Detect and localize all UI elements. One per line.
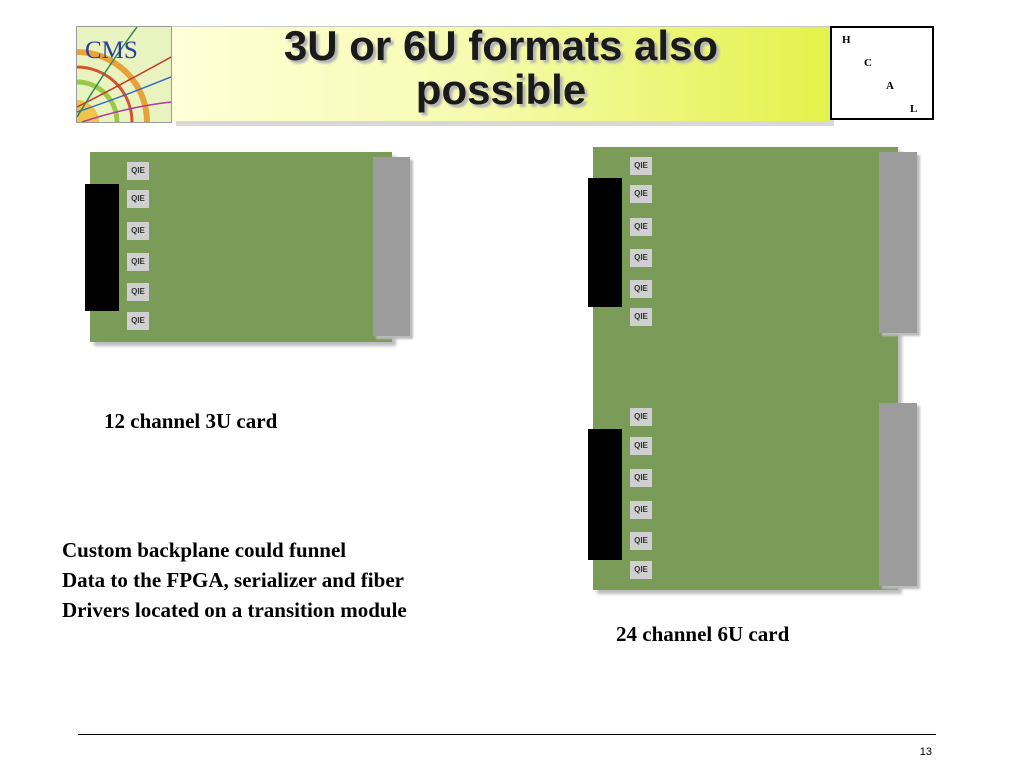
card-6u-qie-chip: QIE <box>630 561 652 579</box>
slide-title-line-1: 3U or 6U formats also <box>283 22 719 69</box>
card-3u-qie-chip: QIE <box>127 312 149 330</box>
slide-title-line-2: possible <box>415 66 587 113</box>
card-3u-caption: 12 channel 3U card <box>104 409 278 433</box>
hcal-letter-l: L <box>910 103 918 115</box>
card-6u-qie-chip: QIE <box>630 469 652 487</box>
card-6u-qie-chip: QIE <box>630 532 652 550</box>
hcal-letter-c: C <box>864 57 872 69</box>
card-3u-qie-chip: QIE <box>127 253 149 271</box>
card-3u-front-connector <box>85 184 119 311</box>
card-3u-qie-chip: QIE <box>127 190 149 208</box>
card-6u-qie-chip: QIE <box>630 280 652 298</box>
cms-logo: CMS <box>76 26 172 123</box>
cms-logo-graphic <box>77 27 171 122</box>
footer-rule <box>78 734 936 735</box>
body-text-block: Custom backplane could funnel Data to th… <box>62 535 407 625</box>
card-6u-front-connector-bottom <box>588 429 622 560</box>
card-6u-qie-chip: QIE <box>630 308 652 326</box>
card-6u-qie-chip: QIE <box>630 408 652 426</box>
hcal-letter-a: A <box>886 80 894 92</box>
body-text-line: Data to the FPGA, serializer and fiber <box>62 568 404 592</box>
card-6u-qie-chip: QIE <box>630 249 652 267</box>
card-6u-front-connector-top <box>588 178 622 307</box>
cms-logo-text: CMS <box>85 37 138 64</box>
title-band <box>172 26 830 121</box>
card-6u-rear-connector-bottom <box>879 403 917 586</box>
card-3u-qie-chip: QIE <box>127 162 149 180</box>
card-3u-qie-chip: QIE <box>127 283 149 301</box>
hcal-letter-h: H <box>842 34 851 46</box>
card-6u-board <box>593 147 898 590</box>
card-3u-rear-connector <box>373 157 410 336</box>
card-6u-qie-chip: QIE <box>630 157 652 175</box>
card-6u-rear-connector-top <box>879 152 917 333</box>
card-3u-board <box>90 152 392 342</box>
body-text-line: Drivers located on a transition module <box>62 598 407 622</box>
card-6u-qie-chip: QIE <box>630 218 652 236</box>
card-6u-qie-chip: QIE <box>630 501 652 519</box>
card-6u-qie-chip: QIE <box>630 185 652 203</box>
card-3u-qie-chip: QIE <box>127 222 149 240</box>
card-6u-qie-chip: QIE <box>630 437 652 455</box>
slide-title: 3U or 6U formats also possible <box>172 24 830 112</box>
page-number: 13 <box>919 746 932 758</box>
hcal-box: H C A L <box>830 26 934 120</box>
card-6u-caption: 24 channel 6U card <box>616 622 790 646</box>
body-text-line: Custom backplane could funnel <box>62 538 347 562</box>
